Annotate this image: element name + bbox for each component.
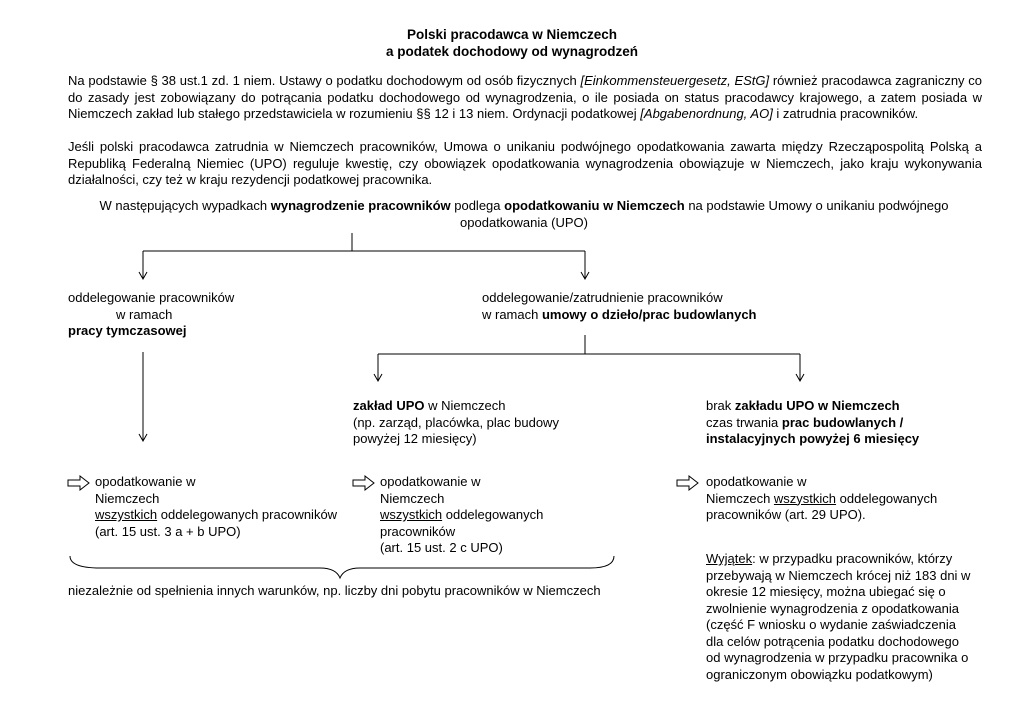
no-establishment-text: brak	[706, 398, 735, 413]
branch-label: oddelegowanie pracowników	[68, 290, 235, 305]
result-text: pracowników	[380, 523, 456, 539]
exception-text: dla celów potrącenia podatku dochodowego	[706, 633, 959, 649]
curly-brace	[69, 555, 615, 580]
branch-establishment: zakład UPO w Niemczech (np. zarząd, plac…	[353, 398, 653, 448]
right-arrow-icon	[352, 474, 375, 492]
result-text: pracowników (art. 29 UPO).	[706, 507, 866, 522]
result-text: oddelegowanych pracowników	[157, 507, 338, 522]
intro-paragraph-2: Jeśli polski pracodawca zatrudnia w Niem…	[68, 139, 982, 187]
result-underlined: wszystkich	[380, 507, 443, 522]
result-text: (art. 15 ust. 3 a + b UPO)	[95, 523, 241, 539]
exception-text: okresie 12 miesięcy, można ubiegać się o	[706, 584, 946, 599]
result-text: Niemczech	[95, 490, 160, 506]
establishment-bold: zakład UPO	[353, 398, 425, 413]
result-establishment: opodatkowanie w Niemczech wszystkich odd…	[380, 474, 620, 557]
header-bold: wynagrodzenie pracowników	[270, 198, 451, 213]
branch-label-bold: umowy o dzieło/prac budowlanych	[541, 306, 757, 322]
right-arrow-icon	[676, 474, 699, 492]
no-establishment-text: czas trwania	[706, 414, 782, 430]
title-line-1: Polski pracodawca w Niemczech	[406, 27, 618, 42]
exception-text: od wynagrodzenia w przypadku pracownika …	[706, 650, 969, 665]
branch-label: w ramach	[482, 306, 542, 322]
law-name-ao: [Abgabenordnung, AO]	[640, 106, 773, 121]
no-establishment-bold: prac budowlanych /	[781, 414, 904, 430]
result-underlined: wszystkich	[773, 490, 837, 506]
header-bold: opodatkowaniu w Niemczech	[504, 198, 685, 213]
branch-label-bold: pracy tymczasowej	[68, 323, 187, 338]
page-title: Polski pracodawca w Niemczech a podatek …	[0, 26, 1024, 60]
arrowhead-icon	[795, 373, 805, 383]
intro-text: Na podstawie § 38 ust.1 zd. 1 niem. Usta…	[68, 73, 581, 88]
result-temporary-work: opodatkowanie w Niemczech wszystkich odd…	[95, 474, 355, 540]
result-text: opodatkowanie w	[706, 474, 807, 489]
branch-no-establishment: brak zakładu UPO w Niemczech czas trwani…	[706, 398, 1006, 448]
no-establishment-bold: zakładu UPO w Niemczech	[734, 398, 900, 413]
arrowhead-icon	[138, 271, 148, 281]
header-text: podlega	[450, 198, 505, 213]
header-text: W następujących wypadkach	[99, 198, 271, 213]
intro-paragraph-1: Na podstawie § 38 ust.1 zd. 1 niem. Usta…	[68, 73, 982, 123]
arrowhead-icon	[138, 433, 148, 443]
result-text: (art. 15 ust. 2 c UPO)	[380, 540, 503, 555]
arrowhead-icon	[373, 373, 383, 383]
result-no-establishment: opodatkowanie w Niemczech wszystkich odd…	[706, 474, 1006, 524]
establishment-text: w Niemczech	[424, 398, 506, 413]
intro-text: również pracodawca zagraniczny co do zas…	[68, 73, 982, 121]
brace-footnote: niezależnie od spełnienia innych warunkó…	[68, 583, 601, 598]
branch-temporary-work: oddelegowanie pracowników w ramach pracy…	[68, 290, 308, 340]
intro-text: i zatrudnia pracowników.	[772, 106, 919, 121]
result-text: opodatkowanie w	[380, 474, 481, 489]
establishment-text: powyżej 12 miesięcy)	[353, 431, 477, 446]
exception-text: ograniczonym obowiązku podatkowym)	[706, 666, 933, 682]
law-name-estg: [Einkommensteuergesetz, EStG]	[580, 73, 770, 88]
result-text: Niemczech	[706, 490, 774, 506]
exception-label: Wyjątek	[706, 551, 753, 566]
branch-contract-work: oddelegowanie/zatrudnienie pracowników w…	[482, 290, 842, 323]
exception-text: przebywają w Niemczech krócej niż 183 dn…	[706, 567, 971, 583]
establishment-text: (np. zarząd, placówka, plac budowy	[353, 414, 559, 430]
exception-text: (część F wniosku o wydanie zaświadczenia	[706, 617, 956, 632]
arrowhead-icon	[580, 271, 590, 281]
exception-note: Wyjątek: w przypadku pracowników, którzy…	[706, 551, 1006, 683]
exception-text: : w przypadku pracowników, którzy	[752, 551, 953, 566]
branch-label: oddelegowanie/zatrudnienie pracowników	[482, 290, 723, 305]
result-text: opodatkowanie w	[95, 474, 196, 489]
result-underlined: wszystkich	[95, 507, 158, 522]
no-establishment-bold: instalacyjnych powyżej 6 miesięcy	[706, 431, 920, 446]
right-arrow-icon	[67, 474, 90, 492]
title-line-2: a podatek dochodowy od wynagrodzeń	[385, 44, 639, 59]
flow-header: W następujących wypadkach wynagrodzenie …	[84, 198, 964, 231]
exception-text: zwolnienie wynagrodzenia z opodatkowania	[706, 600, 959, 616]
header-text: na podstawie Umowy o unikaniu podwójnego…	[460, 198, 949, 230]
result-text: oddelegowanych	[442, 507, 544, 522]
result-text: oddelegowanych	[836, 490, 938, 506]
branch-label: w ramach	[116, 306, 173, 322]
result-text: Niemczech	[380, 490, 445, 506]
